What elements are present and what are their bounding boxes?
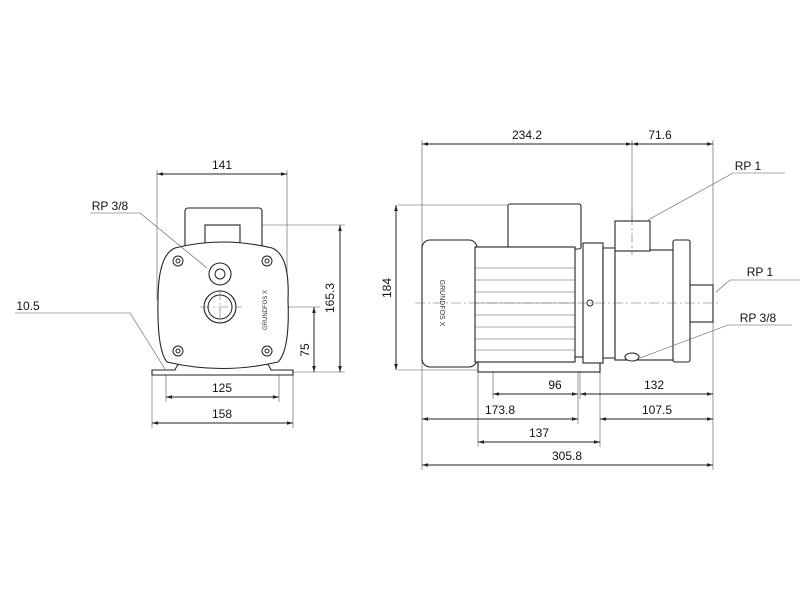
inlet-port-end [689, 284, 714, 323]
pump-chamber [614, 249, 676, 361]
dim-height-total: 165.3 [323, 283, 337, 313]
dim-foot-a: 96 [548, 378, 562, 392]
label-outlet-port: RP 1 [735, 159, 762, 173]
label-drain-port-side: RP 3/8 [740, 311, 777, 325]
dim-foot-inner: 125 [212, 381, 232, 395]
motor-fins [474, 246, 576, 363]
terminal-box-side [507, 203, 582, 250]
outlet-stub [204, 224, 241, 244]
bolt-icons [172, 255, 273, 357]
drain-plug [624, 352, 640, 362]
dim-foot-outer: 158 [212, 407, 232, 421]
drain-port [208, 262, 232, 286]
label-inlet-port: RP 1 [747, 265, 774, 279]
dim-height-center: 75 [298, 343, 312, 357]
pump-end-flange [672, 239, 691, 363]
dim-total-length: 305.8 [552, 449, 582, 463]
dim-left-to-foot: 173.8 [485, 403, 515, 417]
dim-foot-b: 132 [644, 378, 664, 392]
dim-width-top: 141 [212, 158, 232, 172]
dim-foot-span: 137 [529, 426, 549, 440]
label-drain-port-front: RP 3/8 [92, 199, 129, 213]
motor-endcap [421, 239, 478, 368]
dim-height: 184 [380, 278, 394, 298]
dim-foot-to-end: 107.5 [642, 403, 672, 417]
dim-port-offset: 71.6 [648, 128, 672, 142]
side-view: GRUNDFOS X 234.2 71.6 184 RP 1 RP 1 RP 3… [380, 128, 800, 470]
dim-motor-length: 234.2 [512, 128, 542, 142]
dim-foot-thickness: 10.5 [16, 299, 40, 313]
brand-logo: GRUNDFOS X [263, 290, 269, 330]
outlet-port-top [614, 220, 651, 252]
front-view: GRUNDFOS X 141 165.3 75 125 158 10.5 RP … [15, 158, 345, 428]
